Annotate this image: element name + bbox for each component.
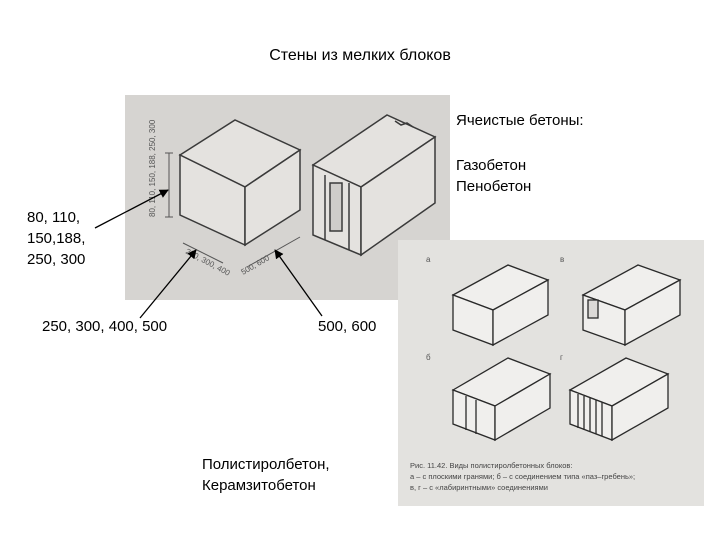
figure-caption-line2: а – с плоскими гранями; б – с соединение…	[410, 472, 635, 481]
cellular-blocks-photo: 80, 110, 150, 188, 250, 300 250, 300, 40…	[125, 95, 450, 300]
polystyrene-blocks-photo: а в б г	[398, 240, 704, 506]
width-label: 250, 300, 400, 500	[42, 318, 168, 335]
height-label-line1: 80, 110,	[27, 209, 81, 226]
fig-letter-a: а	[426, 255, 431, 264]
fig-letter-b: б	[426, 353, 431, 362]
cellular-type-foam: Пенобетон	[456, 178, 532, 195]
fig-letter-g: г	[560, 353, 563, 362]
width-arrow	[139, 249, 197, 319]
polystyrene-label-line2: Керамзитобетон	[202, 477, 316, 494]
page-title: Стены из мелких блоков	[269, 47, 451, 64]
height-label-line2: 150,188,	[27, 230, 86, 247]
height-label-line3: 250, 300	[27, 251, 86, 268]
figure-caption-line1: Рис. 11.42. Виды полистиролбетонных блок…	[410, 461, 572, 470]
block-b-drawing	[451, 357, 552, 442]
block-v-drawing	[581, 264, 682, 347]
polystyrene-label-line1: Полистиролбетон,	[202, 456, 330, 473]
length-arrow	[274, 249, 323, 317]
block-a-drawing	[451, 264, 550, 347]
block-height-dims: 80, 110, 150, 188, 250, 300	[148, 119, 157, 217]
cellular-type-aerated: Газобетон	[456, 157, 527, 174]
length-label: 500, 600	[318, 318, 377, 335]
block-g-drawing	[568, 357, 670, 442]
height-arrow	[94, 189, 169, 229]
figure-caption-line3: в, г – с «лабиринтными» соединениями	[410, 483, 548, 492]
cellular-heading: Ячеистые бетоны:	[456, 112, 584, 129]
fig-letter-v: в	[560, 255, 564, 264]
tongue-groove-block-drawing	[311, 114, 437, 257]
flat-block-drawing	[178, 119, 302, 247]
